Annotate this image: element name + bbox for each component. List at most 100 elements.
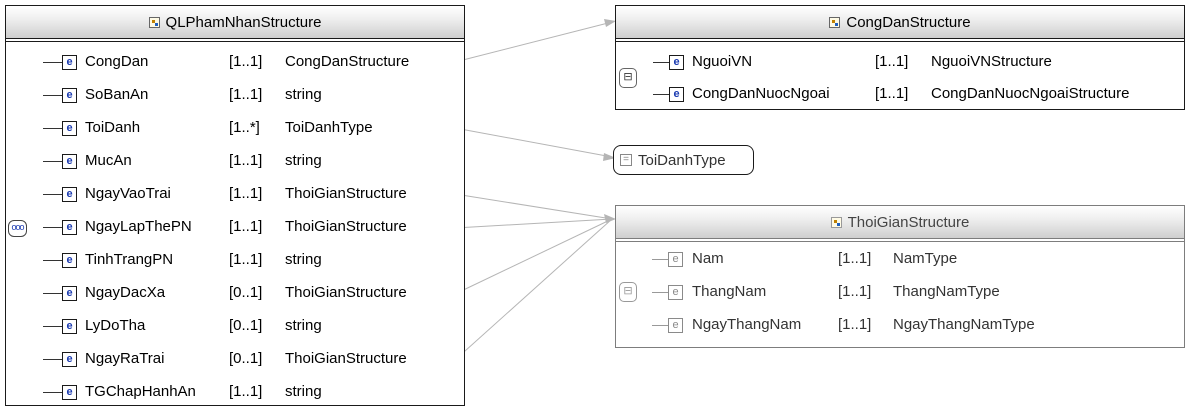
- element-name: NgayThangNam: [692, 316, 802, 333]
- element-icon: e: [669, 87, 684, 102]
- element-type: CongDanNuocNgoaiStructure: [931, 85, 1130, 102]
- element-row[interactable]: e NgayLapThePN [1..1] ThoiGianStructure: [0, 214, 407, 240]
- element-name: LyDoTha: [85, 317, 146, 334]
- element-name: SoBanAn: [85, 86, 149, 103]
- element-type: string: [285, 317, 322, 334]
- element-icon: e: [62, 88, 77, 103]
- element-row[interactable]: e NgayDacXa [0..1] ThoiGianStructure: [0, 280, 407, 306]
- tree-branch-line: [652, 292, 668, 293]
- element-cardinality: [1..1]: [229, 383, 263, 400]
- element-type: string: [285, 383, 322, 400]
- element-name: NguoiVN: [692, 53, 753, 70]
- element-type: ToiDanhType: [285, 119, 373, 136]
- tree-branch-line: [43, 62, 62, 63]
- element-cardinality: [1..1]: [875, 85, 909, 102]
- qlphamnhan-header: QLPhamNhanStructure: [6, 6, 464, 39]
- tree-branch-line: [43, 128, 62, 129]
- sequence-icon[interactable]: ooo: [8, 220, 27, 237]
- element-type: NamType: [893, 250, 958, 267]
- choice-icon[interactable]: ⊟: [619, 68, 637, 88]
- element-cardinality: [1..1]: [838, 283, 872, 300]
- element-icon: e: [62, 121, 77, 136]
- element-icon: e: [668, 252, 683, 267]
- simple-type-icon: =: [620, 154, 632, 166]
- structure-icon: [830, 216, 842, 228]
- element-icon: e: [668, 285, 683, 300]
- element-icon: e: [62, 55, 77, 70]
- element-row[interactable]: e ThangNam [1..1] ThangNamType: [0, 279, 1000, 305]
- header-divider: [616, 241, 1184, 242]
- tree-branch-line: [653, 62, 669, 63]
- tree-branch-line: [43, 293, 62, 294]
- element-type: string: [285, 152, 322, 169]
- element-name: NgayDacXa: [85, 284, 166, 301]
- tree-branch-line: [43, 227, 62, 228]
- header-divider: [616, 41, 1184, 42]
- element-name: ToiDanh: [85, 119, 141, 136]
- tree-branch-line: [652, 259, 668, 260]
- element-cardinality: [0..1]: [229, 350, 263, 367]
- element-type: ThoiGianStructure: [285, 218, 407, 235]
- element-row[interactable]: e ToiDanh [1..*] ToiDanhType: [0, 115, 373, 141]
- element-type: ThangNamType: [893, 283, 1000, 300]
- tree-branch-line: [43, 326, 62, 327]
- toidanh-title: ToiDanhType: [638, 151, 726, 169]
- element-icon: e: [62, 154, 77, 169]
- choice-icon[interactable]: ⊟: [619, 282, 637, 302]
- element-cardinality: [1..*]: [229, 119, 260, 136]
- element-icon: e: [62, 187, 77, 202]
- element-type: string: [285, 86, 322, 103]
- element-icon: e: [62, 253, 77, 268]
- element-type: NgayThangNamType: [893, 316, 1035, 333]
- element-cardinality: [1..1]: [229, 86, 263, 103]
- congdan-title: CongDanStructure: [846, 13, 971, 31]
- element-row[interactable]: e NgayRaTrai [0..1] ThoiGianStructure: [0, 346, 407, 372]
- element-row[interactable]: e LyDoTha [0..1] string: [0, 313, 322, 339]
- qlphamnhan-structure-box[interactable]: QLPhamNhanStructure: [5, 5, 465, 406]
- thoigian-structure-box[interactable]: ThoiGianStructure: [615, 205, 1185, 348]
- element-icon: e: [669, 55, 684, 70]
- qlphamnhan-title: QLPhamNhanStructure: [165, 13, 322, 31]
- element-cardinality: [1..1]: [229, 53, 263, 70]
- element-name: TinhTrangPN: [85, 251, 174, 268]
- element-icon: e: [62, 352, 77, 367]
- congdan-header: CongDanStructure: [616, 6, 1184, 39]
- element-icon: e: [62, 220, 77, 235]
- element-name: NgayLapThePN: [85, 218, 192, 235]
- element-type: ThoiGianStructure: [285, 284, 407, 301]
- element-cardinality: [0..1]: [229, 284, 263, 301]
- element-icon: e: [62, 286, 77, 301]
- toidanh-type-box[interactable]: = ToiDanhType: [613, 145, 754, 175]
- element-row[interactable]: e TinhTrangPN [1..1] string: [0, 247, 322, 273]
- element-row[interactable]: e SoBanAn [1..1] string: [0, 82, 322, 108]
- element-name: NgayRaTrai: [85, 350, 165, 367]
- element-type: ThoiGianStructure: [285, 350, 407, 367]
- element-type: CongDanStructure: [285, 53, 410, 70]
- element-type: string: [285, 251, 322, 268]
- tree-branch-line: [43, 392, 62, 393]
- tree-branch-line: [43, 359, 62, 360]
- element-cardinality: [0..1]: [229, 317, 263, 334]
- element-cardinality: [1..1]: [229, 218, 263, 235]
- thoigian-header: ThoiGianStructure: [616, 206, 1184, 239]
- element-icon: e: [62, 319, 77, 334]
- congdan-structure-box[interactable]: CongDanStructure: [615, 5, 1185, 110]
- element-row[interactable]: e CongDanNuocNgoai [1..1] CongDanNuocNgoaiS…: [0, 81, 1129, 107]
- tree-branch-line: [653, 94, 669, 95]
- element-cardinality: [1..1]: [229, 251, 263, 268]
- element-cardinality: [1..1]: [229, 152, 263, 169]
- structure-icon: [148, 16, 160, 28]
- element-name: TGChapHanhAn: [85, 383, 196, 400]
- element-cardinality: [1..1]: [838, 250, 872, 267]
- element-cardinality: [1..1]: [875, 53, 909, 70]
- element-name: ThangNam: [692, 283, 767, 300]
- element-name: CongDanNuocNgoai: [692, 85, 830, 102]
- element-icon: e: [668, 318, 683, 333]
